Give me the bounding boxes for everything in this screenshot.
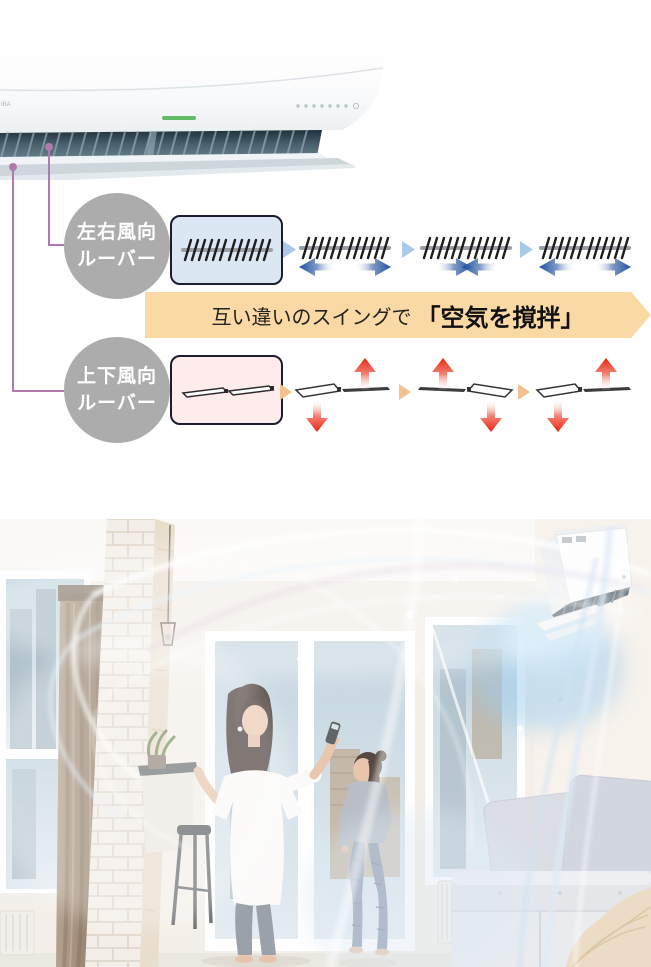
lr-frame-outward-2 (537, 236, 633, 276)
badge-label-line: 上下風向 (76, 366, 157, 387)
step-arrow-icon (518, 384, 530, 400)
ac-body (0, 2, 385, 138)
girl-face (353, 758, 373, 782)
air-conditioner-product-image: IBA (0, 2, 385, 180)
lr-frame-inward (418, 236, 514, 276)
ud-louver-closed-diagram (180, 385, 275, 398)
banner-text-normal: 互い違いのスイングで (211, 306, 412, 329)
ud-frame-1 (296, 358, 390, 432)
indicator-icons (296, 102, 360, 110)
badge-label-line: 左右風向 (76, 222, 157, 243)
badge-left-right-louver: 左右風向 ルーバー (64, 193, 170, 299)
banner-text-bold: 「空気を撹拌」 (416, 304, 585, 332)
step-arrow-icon (280, 384, 292, 400)
remote-control (325, 721, 341, 745)
woman-leggings (235, 903, 253, 955)
step-arrow-icon (520, 241, 533, 258)
knit-blanket (566, 887, 651, 967)
brand-logo-partial: IBA (1, 102, 11, 108)
ac-panel-seam (0, 67, 384, 92)
woman-raised-arm-sleeve (280, 767, 322, 793)
step-arrow-icon (399, 384, 411, 400)
living-room-photo (0, 519, 651, 967)
lr-swing-sequence (283, 236, 633, 276)
ac-louver-fins (0, 129, 308, 159)
floor-shadow (201, 955, 311, 967)
swing-banner: 互い違いのスイングで 「空気を撹拌」 (145, 292, 651, 338)
airflow-streams (0, 519, 651, 967)
woman-leggings (256, 904, 276, 955)
badge-label-line: ルーバー (77, 249, 157, 270)
callout-line-left-right-horizontal (48, 244, 70, 246)
ud-frame-2-mirrored (418, 358, 512, 432)
ud-swing-sequence (280, 356, 651, 436)
step-arrow-icon (402, 241, 415, 258)
lr-louver-start-box (170, 215, 283, 285)
lr-frame-outward-1 (297, 236, 393, 276)
callout-line-up-down-horizontal (12, 390, 70, 392)
ac-louver-divider (146, 131, 157, 157)
callout-line-left-right-vertical (48, 146, 50, 246)
step-arrow-icon (283, 241, 296, 258)
woman-raised-forearm (309, 739, 337, 780)
badge-up-down-louver: 上下風向 ルーバー (64, 337, 170, 443)
callout-line-up-down-vertical (12, 166, 14, 392)
ac-skirt-lower (0, 164, 356, 180)
ud-louver-start-box (170, 355, 283, 425)
badge-label-line: ルーバー (77, 393, 157, 414)
ud-frame-3 (537, 358, 631, 432)
ac-flap (0, 153, 332, 166)
power-led (162, 116, 196, 120)
lr-louver-closed-diagram (180, 238, 273, 262)
sparkles (237, 576, 562, 732)
left-radiator (0, 910, 35, 956)
